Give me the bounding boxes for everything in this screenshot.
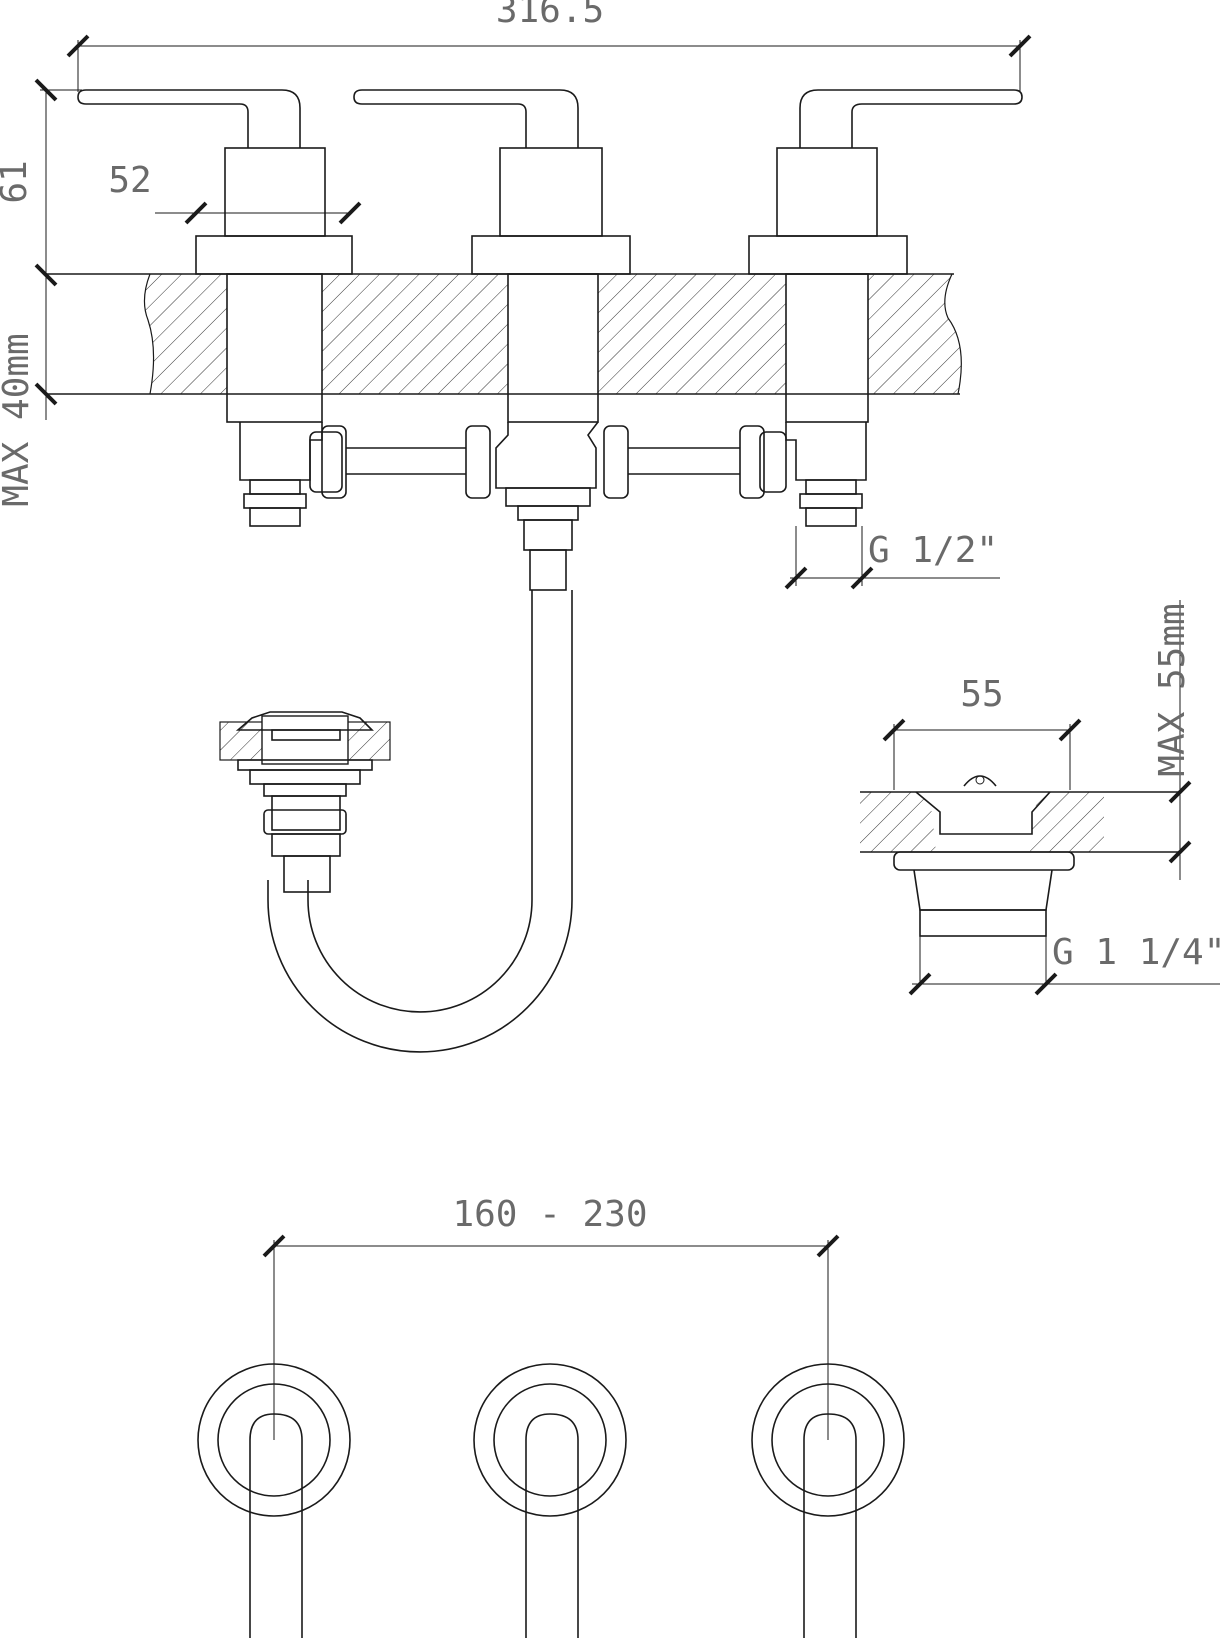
centers-range-label: 160 - 230 <box>452 1194 647 1235</box>
inlet-thread-label: G 1/2" <box>868 530 998 571</box>
plan-center-handle <box>473 1363 627 1638</box>
hose-outlet-nut <box>505 487 591 591</box>
waste-thread-label: G 1 1/4" <box>1052 932 1225 973</box>
plan-left-handle <box>197 1363 351 1638</box>
spout-detail <box>219 711 391 893</box>
plan-right-handle <box>751 1363 905 1638</box>
waste-thickness-dimension: MAX 55mm <box>1152 600 1193 880</box>
overall-width-dimension: 316.5 <box>66 0 1032 92</box>
waste-width-dimension: 55 <box>882 674 1082 790</box>
center-mixer-body <box>495 421 599 489</box>
front-elevation: 316.5 61 52 <box>0 0 1032 1053</box>
handle-height-label: 61 <box>0 160 35 203</box>
left-shank <box>226 273 323 423</box>
connecting-pipes <box>309 425 787 499</box>
center-valve-body <box>471 147 631 275</box>
rosette-diameter-label: 52 <box>108 160 151 201</box>
right-valve-body <box>748 147 908 275</box>
waste-thickness-label: MAX 55mm <box>1152 603 1193 776</box>
left-lever <box>77 89 301 148</box>
deck-section <box>46 273 962 395</box>
plan-view: 160 - 230 <box>197 1194 905 1638</box>
overall-width-label: 316.5 <box>496 0 604 31</box>
right-inlet <box>785 422 867 527</box>
waste-detail: 55 G 1 1/4" MAX 55mm <box>860 600 1225 996</box>
centers-dimension: 160 - 230 <box>262 1194 840 1440</box>
waste-thread-dimension: G 1 1/4" <box>908 932 1225 996</box>
center-shank <box>507 273 599 423</box>
waste-width-label: 55 <box>960 674 1003 715</box>
deck-thickness-label: MAX 40mm <box>0 333 37 506</box>
right-shank <box>785 273 869 423</box>
center-lever <box>353 89 579 148</box>
flexible-hose <box>267 590 573 1053</box>
rosette-diameter-dimension: 52 <box>108 160 362 225</box>
right-lever <box>799 89 1023 148</box>
inlet-thread-dimension: G 1/2" <box>784 526 1000 590</box>
deck-thickness-dimension: MAX 40mm <box>0 274 58 507</box>
left-valve-body <box>195 147 353 275</box>
handle-height-dimension: 61 <box>0 78 82 287</box>
